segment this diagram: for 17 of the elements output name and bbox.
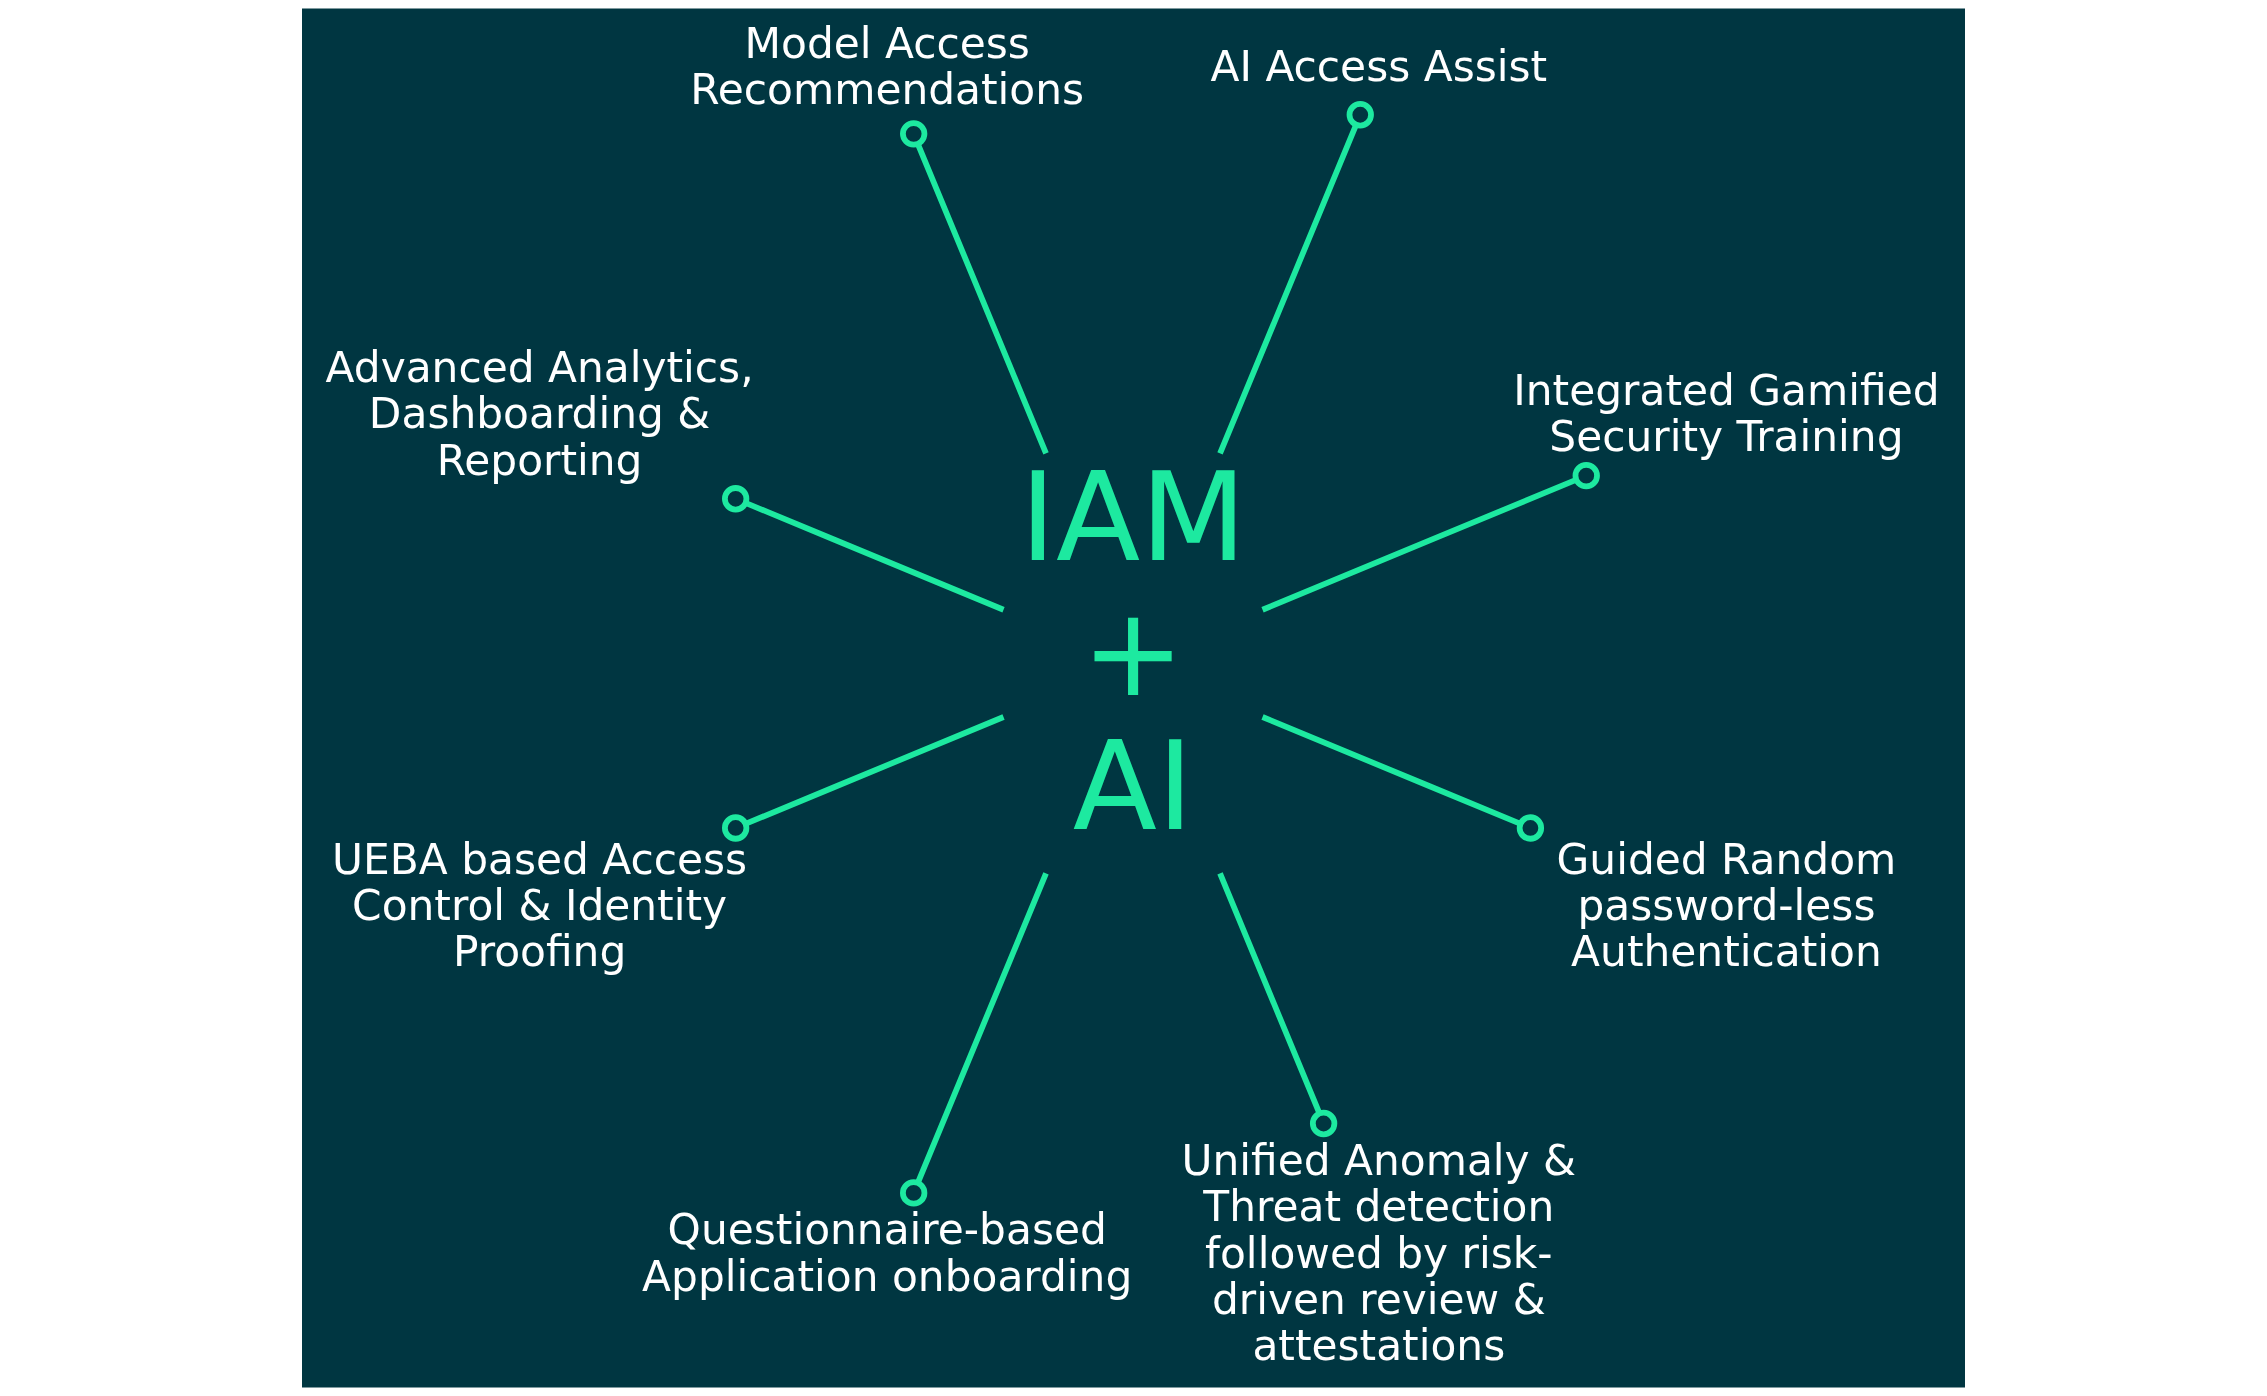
node-text: Unified Anomaly & Threat detection followed by risk-driven review & attestations xyxy=(1181,1136,1577,1370)
connector xyxy=(1217,872,1338,1138)
connector xyxy=(722,485,1005,613)
node-text: AI Access Assist xyxy=(1210,41,1548,91)
connector xyxy=(900,120,1049,455)
node-text: Model Access Recommendations xyxy=(690,18,1085,114)
node-text: Integrated Gamified Security Training xyxy=(1513,366,1940,462)
connector xyxy=(900,872,1049,1207)
connector xyxy=(1261,714,1545,842)
node-text: Guided Random password-less Authentication xyxy=(1556,834,1897,977)
connector xyxy=(1217,101,1374,455)
connector xyxy=(722,714,1005,842)
node-text: IAM + AI xyxy=(1019,445,1247,859)
node-text: Advanced Analytics, Dashboarding & Reporting xyxy=(325,343,754,485)
node-text: UEBA based Access Control & Identity Proofing xyxy=(332,834,748,977)
node-text: Questionnaire-based Application onboarding xyxy=(642,1205,1133,1301)
connector xyxy=(1261,461,1600,613)
